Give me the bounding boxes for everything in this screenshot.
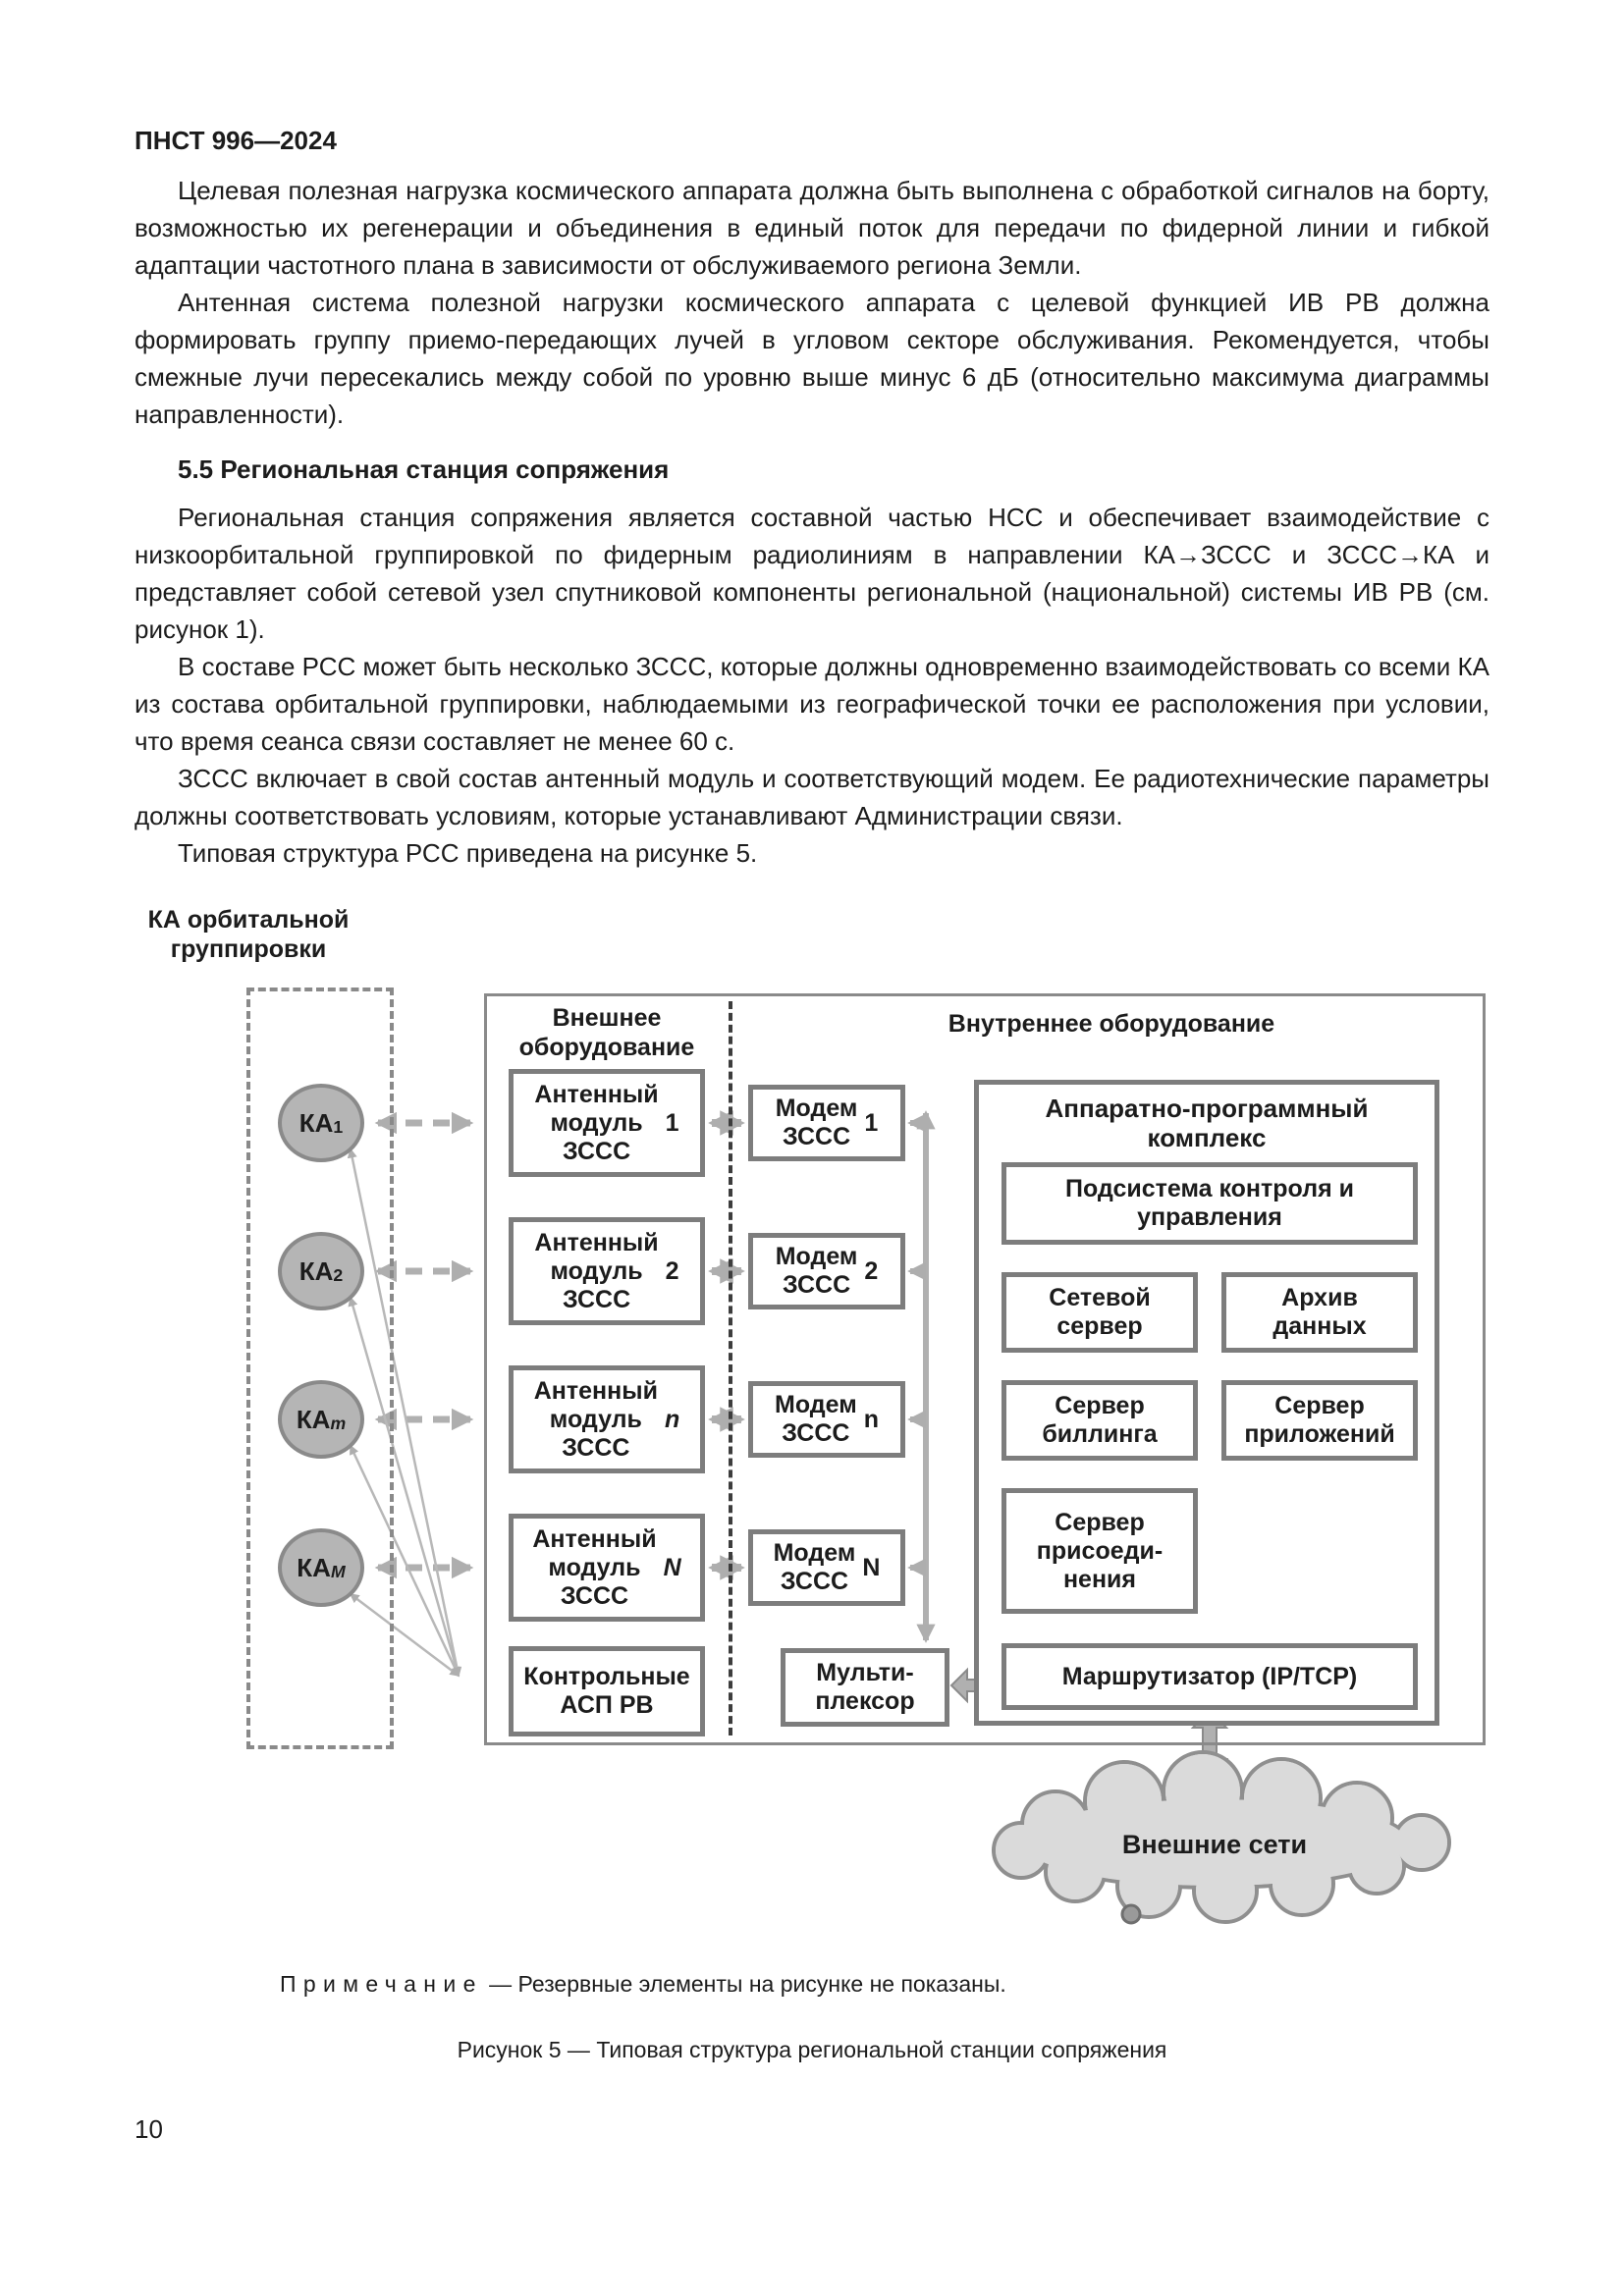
control-subsystem-box: Подсистема контроля и управления xyxy=(1001,1162,1418,1245)
figure-caption: Рисунок 5 — Типовая структура региональн… xyxy=(457,2037,1167,2062)
section-heading-5-5: 5.5 Региональная станция сопряжения xyxy=(178,454,670,484)
doc-header: ПНСТ 996—2024 xyxy=(135,126,337,155)
paragraph-4: В составе РСС может быть несколько ЗССС,… xyxy=(135,652,1489,756)
paragraph-6: Типовая структура РСС приведена на рисун… xyxy=(178,838,758,868)
cloud-label: Внешние сети xyxy=(1122,1830,1307,1859)
app-server-box: Сервер приложений xyxy=(1221,1380,1418,1461)
page-number: 10 xyxy=(135,2114,163,2144)
cloud-tail-dot xyxy=(1120,1903,1142,1925)
external-equipment-heading: Внешнее оборудование xyxy=(518,1004,695,1061)
external-networks-cloud: Внешние сети xyxy=(992,1750,1451,1925)
join-server-box: Сервер присоеди- нения xyxy=(1001,1488,1198,1614)
router-box: Маршрутизатор (IP/TCP) xyxy=(1001,1643,1418,1710)
data-archive-box: Архив данных xyxy=(1221,1272,1418,1353)
paragraph-1: Целевая полезная нагрузка космического а… xyxy=(135,176,1489,280)
external-internal-separator xyxy=(729,1001,732,1735)
control-asp-fan-lines xyxy=(347,1148,462,1678)
multiplexer-box: Мульти- плексор xyxy=(781,1648,949,1727)
antenna-modem-arrows xyxy=(708,1110,745,1580)
ka-group-label: КА орбитальной группировки xyxy=(147,906,350,963)
paragraph-2: Антенная система полезной нагрузки косми… xyxy=(135,288,1489,429)
ka-group-dashed-box xyxy=(246,988,394,1749)
station-outer-box xyxy=(484,993,1486,1745)
control-asp-box: Контрольные АСП РВ xyxy=(509,1646,705,1736)
diagram-connectors: Внешние сети xyxy=(347,1110,1451,1925)
body-text: Целевая полезная нагрузка космического а… xyxy=(135,172,1489,872)
paragraph-3: Региональная станция сопряжения является… xyxy=(135,503,1489,644)
figure-note: Примечание — Резервные элементы на рисун… xyxy=(280,1971,1489,1998)
modem-bus xyxy=(907,1110,936,1643)
internal-equipment-heading: Внутреннее оборудование xyxy=(947,1010,1275,1038)
billing-server-box: Сервер биллинга xyxy=(1001,1380,1198,1461)
note-text: — Резервные элементы на рисунке не показ… xyxy=(489,1971,1006,1997)
fan-line-kaM xyxy=(349,1593,460,1677)
apk-title: Аппаратно-программный комплекс xyxy=(1045,1094,1369,1152)
paragraph-5: ЗССС включает в свой состав антенный мод… xyxy=(135,764,1489,830)
note-label: Примечание xyxy=(280,1971,483,1997)
figure-5-diagram: Внешние сети КА орбитальной группировки … xyxy=(135,905,1489,1938)
network-server-box: Сетевой сервер xyxy=(1001,1272,1198,1353)
